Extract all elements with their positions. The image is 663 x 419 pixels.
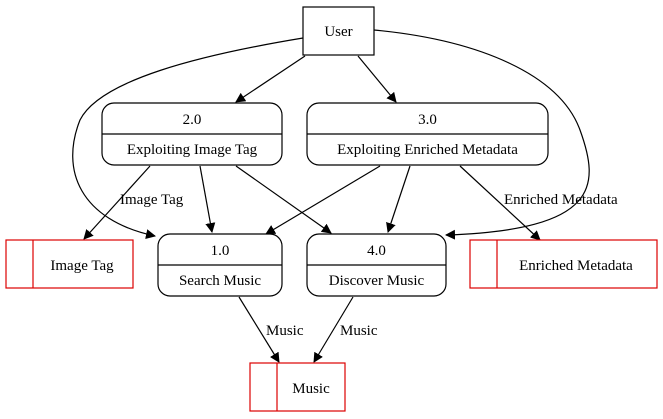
store-music-label: Music xyxy=(292,381,330,397)
entity-user-label: User xyxy=(324,24,352,40)
process-4-0[interactable]: 4.0 Discover Music xyxy=(306,233,447,297)
process-4-0-label: Discover Music xyxy=(329,273,425,289)
edge-user-to-p3 xyxy=(357,55,397,103)
edge-p3-to-enriched-metadata xyxy=(459,165,541,241)
edge-label-image-tag: Image Tag xyxy=(120,192,184,208)
store-image-tag[interactable]: Image Tag xyxy=(5,239,134,289)
edges xyxy=(72,29,590,363)
edge-label-music-from-p1: Music xyxy=(266,323,304,339)
edge-p4-to-music xyxy=(313,296,354,363)
store-enriched-metadata-label: Enriched Metadata xyxy=(519,258,633,274)
process-1-0-id: 1.0 xyxy=(211,243,230,259)
process-1-0[interactable]: 1.0 Search Music xyxy=(157,233,283,297)
edge-user-to-p1 xyxy=(72,37,304,240)
process-2-0-label: Exploiting Image Tag xyxy=(127,142,258,158)
process-1-0-label: Search Music xyxy=(179,273,261,289)
edge-p3-to-p4 xyxy=(386,165,411,233)
edge-p2-to-p1 xyxy=(199,165,216,233)
process-3-0[interactable]: 3.0 Exploiting Enriched Metadata xyxy=(306,102,549,166)
process-3-0-id: 3.0 xyxy=(418,112,437,128)
process-2-0-id: 2.0 xyxy=(183,112,202,128)
process-4-0-id: 4.0 xyxy=(367,243,386,259)
process-3-0-label: Exploiting Enriched Metadata xyxy=(337,142,518,158)
edge-user-to-p2 xyxy=(235,55,306,103)
edge-p2-to-p4 xyxy=(235,165,332,234)
process-2-0[interactable]: 2.0 Exploiting Image Tag xyxy=(101,102,283,166)
store-music[interactable]: Music xyxy=(249,362,346,412)
edge-p2-to-image-tag xyxy=(83,165,151,240)
store-enriched-metadata[interactable]: Enriched Metadata xyxy=(469,239,658,289)
edge-label-enriched-metadata: Enriched Metadata xyxy=(504,192,618,208)
edge-user-to-p4 xyxy=(373,29,590,240)
entity-user[interactable]: User xyxy=(302,6,375,56)
edge-p1-to-music xyxy=(238,296,280,363)
store-image-tag-label: Image Tag xyxy=(50,258,114,274)
edge-label-music-from-p4: Music xyxy=(340,323,378,339)
edge-p3-to-p1 xyxy=(265,165,381,235)
